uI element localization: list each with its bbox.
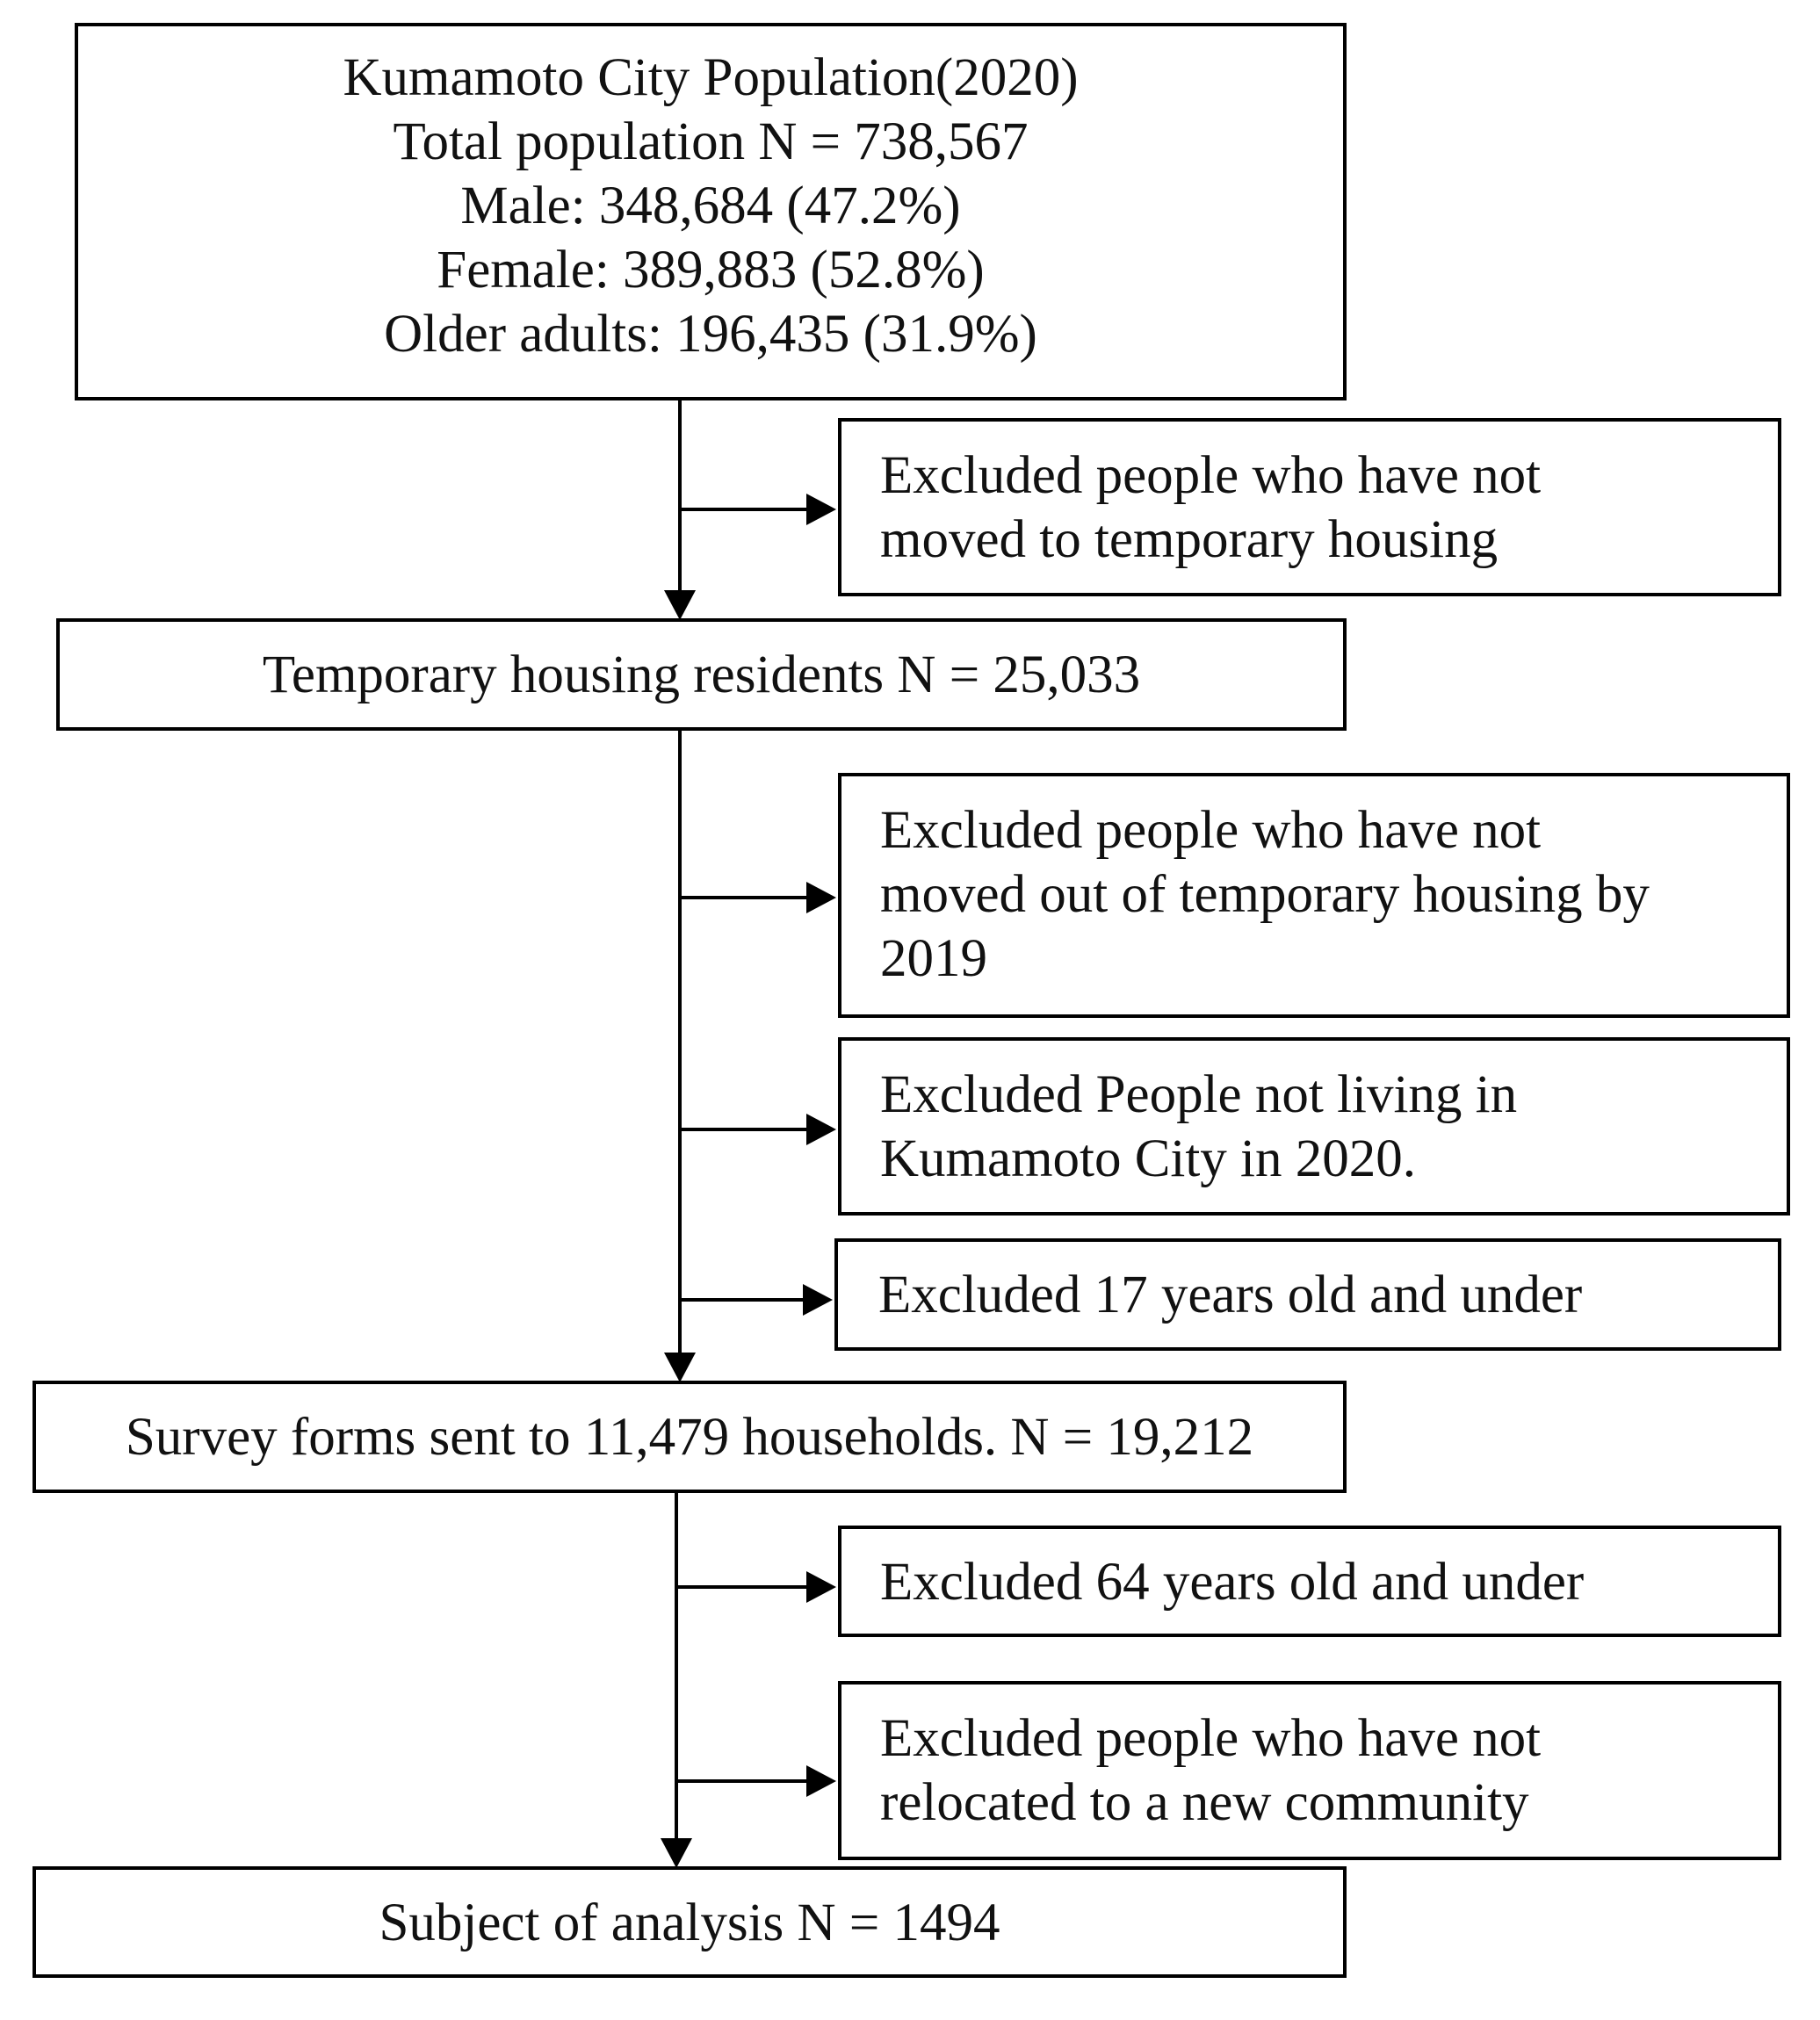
branch-arrowhead-2 [806, 882, 836, 913]
exclusion-text-line: 2019 [880, 929, 987, 988]
exclusion-text-line: Excluded 64 years old and under [880, 1553, 1585, 1612]
older-adults-population: Older adults: 196,435 (31.9%) [384, 305, 1037, 364]
subject-of-analysis-box: Subject of analysis N = 1494 [32, 1866, 1347, 1978]
exclusion-text-line: moved out of temporary housing by [880, 865, 1650, 924]
main-arrowhead-3 [661, 1838, 692, 1868]
male-population: Male: 348,684 (47.2%) [460, 177, 961, 235]
exclusion-box-temporary-housing: Excluded people who have not moved to te… [838, 418, 1781, 596]
branch-arrowhead-6 [806, 1765, 836, 1797]
exclusion-box-17-and-under: Excluded 17 years old and under [834, 1238, 1781, 1351]
exclusion-text-line: relocated to a new community [880, 1773, 1529, 1832]
exclusion-text-line: moved to temporary housing [880, 510, 1499, 569]
total-population: Total population N = 738,567 [393, 112, 1029, 171]
exclusion-text-line: Excluded people who have not [880, 1709, 1542, 1768]
subject-of-analysis-text: Subject of analysis N = 1494 [379, 1894, 1000, 1952]
exclusion-text-line: Excluded people who have not [880, 801, 1542, 860]
exclusion-box-not-living-in-city: Excluded People not living in Kumamoto C… [838, 1037, 1790, 1216]
survey-text: Survey forms sent to 11,479 households. … [125, 1408, 1254, 1467]
branch-arrowhead-4 [803, 1284, 833, 1316]
exclusion-text-line: Excluded 17 years old and under [878, 1266, 1583, 1324]
exclusion-text-line: Excluded people who have not [880, 446, 1542, 505]
survey-box: Survey forms sent to 11,479 households. … [32, 1381, 1347, 1493]
population-title: Kumamoto City Population(2020) [343, 48, 1079, 107]
population-box: Kumamoto City Population(2020) Total pop… [75, 23, 1347, 400]
exclusion-box-moved-out: Excluded people who have not moved out o… [838, 773, 1790, 1018]
branch-arrowhead-3 [806, 1114, 836, 1145]
exclusion-box-not-relocated: Excluded people who have not relocated t… [838, 1681, 1781, 1860]
temporary-housing-text: Temporary housing residents N = 25,033 [262, 646, 1141, 704]
exclusion-text-line: Excluded People not living in [880, 1065, 1518, 1124]
branch-arrowhead-1 [806, 494, 836, 525]
exclusion-text-line: Kumamoto City in 2020. [880, 1129, 1416, 1188]
female-population: Female: 389,883 (52.8%) [437, 241, 985, 299]
temporary-housing-box: Temporary housing residents N = 25,033 [56, 618, 1347, 731]
main-arrowhead-1 [664, 590, 696, 620]
main-arrowhead-2 [664, 1353, 696, 1382]
branch-arrowhead-5 [806, 1571, 836, 1603]
exclusion-box-64-and-under: Excluded 64 years old and under [838, 1526, 1781, 1637]
